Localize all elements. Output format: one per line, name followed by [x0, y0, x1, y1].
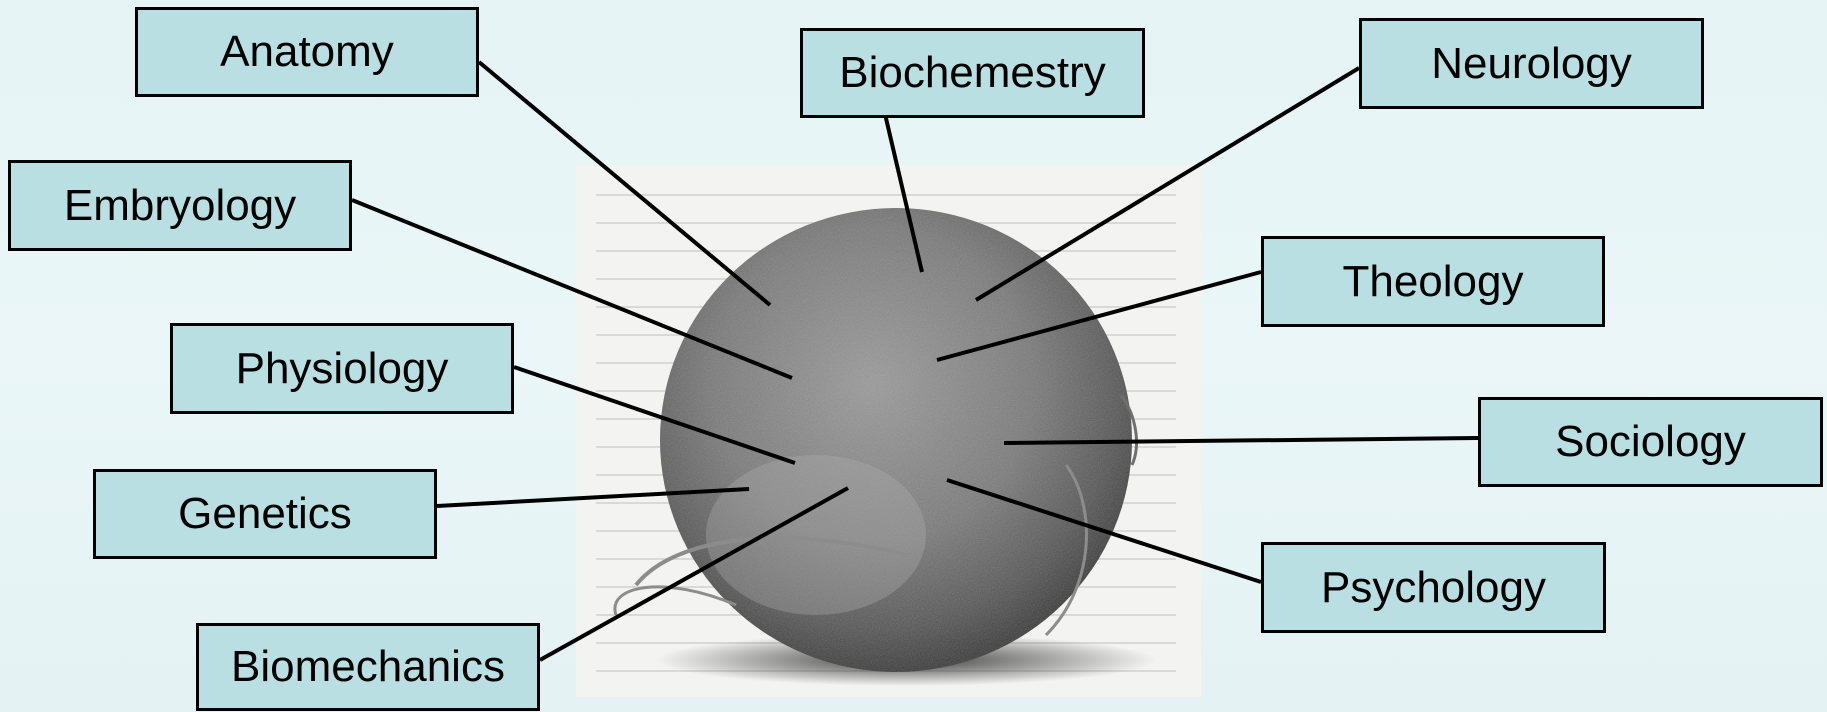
label-neurology: Neurology — [1359, 18, 1704, 109]
label-anatomy: Anatomy — [135, 7, 479, 97]
label-genetics: Genetics — [93, 469, 437, 559]
label-embryology: Embryology — [8, 160, 352, 251]
connector-sociology — [1004, 438, 1478, 443]
label-biochemestry: Biochemestry — [800, 28, 1145, 118]
connector-biomechanics — [540, 488, 848, 660]
connector-physiology — [514, 367, 795, 463]
label-theology: Theology — [1261, 236, 1605, 327]
connector-biochemestry — [885, 114, 922, 272]
connector-psychology — [947, 480, 1261, 582]
connector-theology — [937, 272, 1261, 360]
label-sociology: Sociology — [1478, 397, 1823, 487]
label-biomechanics: Biomechanics — [196, 623, 540, 711]
label-physiology: Physiology — [170, 323, 514, 414]
label-psychology: Psychology — [1261, 542, 1606, 633]
connector-genetics — [437, 489, 749, 506]
